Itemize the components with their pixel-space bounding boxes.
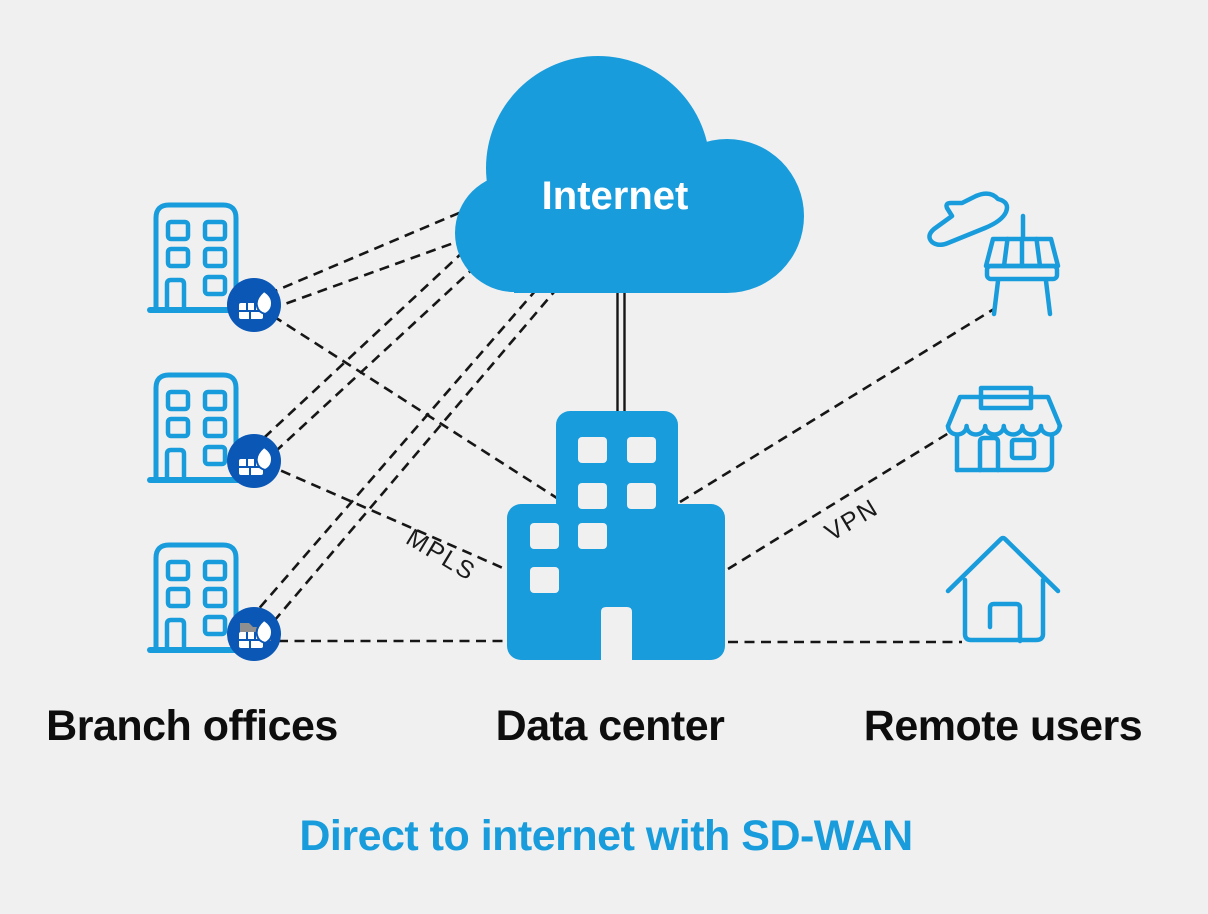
line-datacenter-store-vpn: [727, 429, 953, 571]
firewall-badge: [227, 434, 281, 488]
internet-label: Internet: [542, 174, 689, 218]
datacenter-door: [601, 607, 632, 660]
control-tower-icon: [983, 213, 1061, 317]
line-datacenter-airport-vpn: [679, 307, 995, 504]
line-branch1-internet-a: [267, 208, 467, 296]
branch-office-3: [150, 545, 281, 661]
branch-offices-label: Branch offices: [46, 702, 338, 750]
diagram-caption: Direct to internet with SD-WAN: [299, 812, 912, 860]
airplane-icon: [927, 191, 1010, 247]
line-branch2-internet-b: [262, 264, 478, 464]
internet-cloud: Internet: [455, 56, 804, 293]
line-branch1-internet-b: [270, 234, 474, 311]
storefront-icon: [945, 385, 1063, 473]
remote-users-label: Remote users: [864, 702, 1142, 750]
line-branch3-internet-b: [262, 291, 555, 635]
home-icon: [945, 535, 1061, 644]
cloud-icon: [455, 56, 804, 293]
airport-icon: [927, 191, 1061, 317]
connection-lines: [248, 208, 995, 644]
branch-office-2: [150, 375, 281, 488]
line-internet-datacenter-double: [616, 288, 626, 414]
line-branch2-datacenter-mpls: [265, 462, 513, 574]
firewall-badge: [227, 278, 281, 332]
firewall-folder-badge: [227, 607, 281, 661]
data-center-building: [507, 411, 725, 660]
line-branch3-internet-a: [248, 289, 537, 621]
office-building-icon: [150, 205, 242, 310]
vpn-label: VPN: [820, 493, 884, 547]
line-branch1-datacenter: [272, 314, 561, 502]
data-center-label: Data center: [496, 702, 725, 750]
mpls-label: MPLS: [401, 524, 481, 587]
branch-office-1: [150, 205, 281, 332]
